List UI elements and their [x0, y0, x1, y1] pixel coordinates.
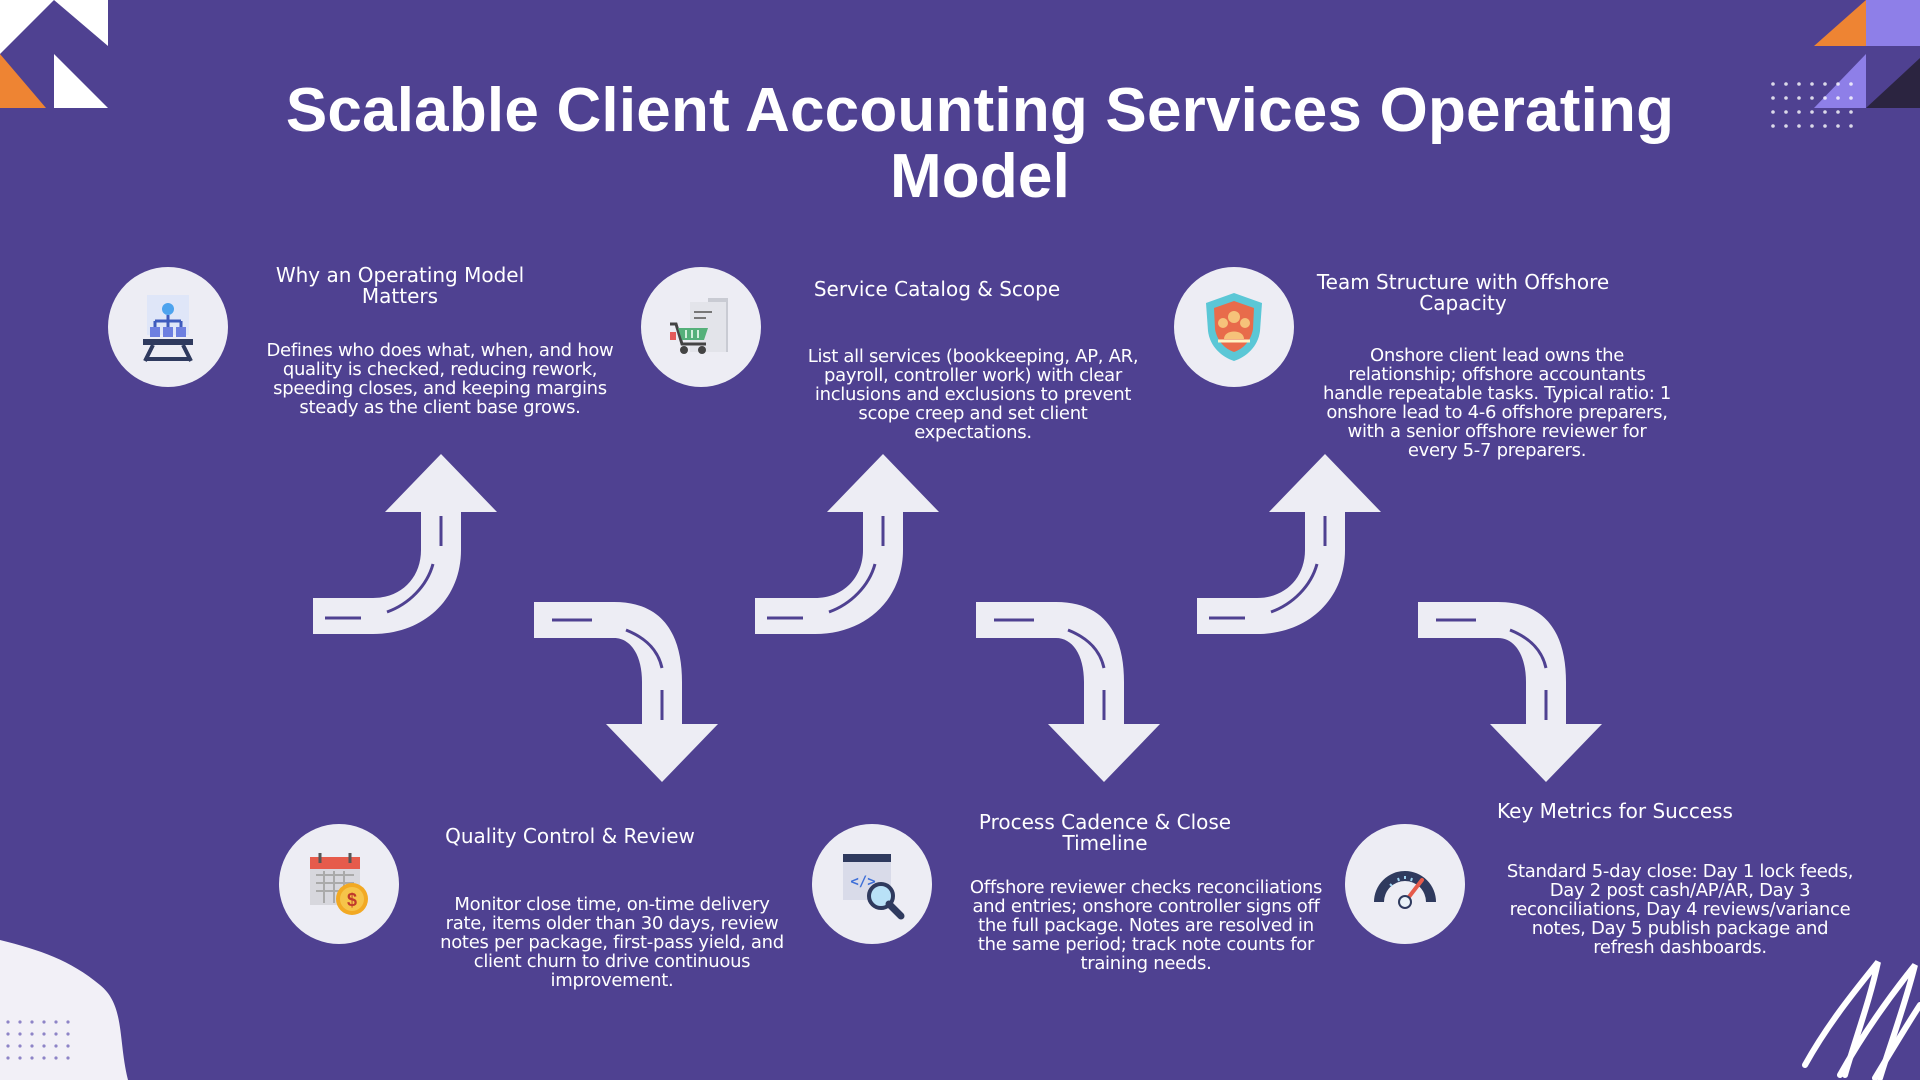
arrow-down-2 — [974, 600, 1162, 784]
step-4-heading: Quality Control & Review — [445, 824, 695, 848]
dot-grid-bottom-left — [6, 1020, 70, 1060]
step-3-description: Onshore client lead owns the relationshi… — [1322, 345, 1672, 461]
scribble-bottom-right — [1802, 960, 1920, 1080]
step-6-icon-circle — [1345, 824, 1465, 944]
step-6-heading: Key Metrics for Success — [1497, 799, 1733, 823]
step-1-icon-circle — [108, 267, 228, 387]
svg-text:</>: </> — [850, 874, 875, 890]
org-chart-icon — [143, 295, 193, 362]
step-2-icon-circle — [641, 267, 761, 387]
calendar-dollar-icon: $ — [310, 853, 368, 915]
arrow-up-3 — [1195, 452, 1383, 636]
dot-grid-top-right — [1771, 82, 1853, 128]
step-2-description: List all services (bookkeeping, AP, AR, … — [807, 346, 1139, 443]
code-search-icon: </> — [843, 854, 905, 920]
shopping-cart-chart-icon — [670, 298, 728, 354]
step-2-heading: Service Catalog & Scope — [813, 277, 1061, 301]
gauge-icon — [1374, 871, 1436, 909]
corner-triangles-top-left — [0, 0, 108, 108]
arrow-down-3 — [1416, 600, 1604, 784]
page-title: Scalable Client Accounting Services Oper… — [285, 76, 1675, 211]
arrow-up-1 — [311, 452, 499, 636]
step-1-heading: Why an Operating Model Matters — [275, 263, 525, 308]
step-3-icon-circle — [1174, 267, 1294, 387]
step-4-icon-circle: $ — [279, 824, 399, 944]
arrow-down-1 — [532, 600, 720, 784]
step-5-description: Offshore reviewer checks reconciliations… — [969, 877, 1323, 974]
blob-bottom-left — [0, 940, 128, 1080]
corner-triangles-top-right — [1814, 0, 1920, 108]
arrow-up-2 — [753, 452, 941, 636]
team-shield-icon — [1206, 293, 1262, 361]
step-3-heading: Team Structure with Offshore Capacity — [1316, 270, 1610, 315]
svg-text:$: $ — [347, 890, 357, 910]
step-5-icon-circle: </> — [812, 824, 932, 944]
step-6-description: Standard 5-day close: Day 1 lock feeds, … — [1506, 861, 1854, 958]
step-5-heading: Process Cadence & Close Timeline — [978, 810, 1232, 855]
step-4-description: Monitor close time, on-time delivery rat… — [440, 894, 784, 991]
step-1-description: Defines who does what, when, and how qua… — [266, 340, 614, 418]
